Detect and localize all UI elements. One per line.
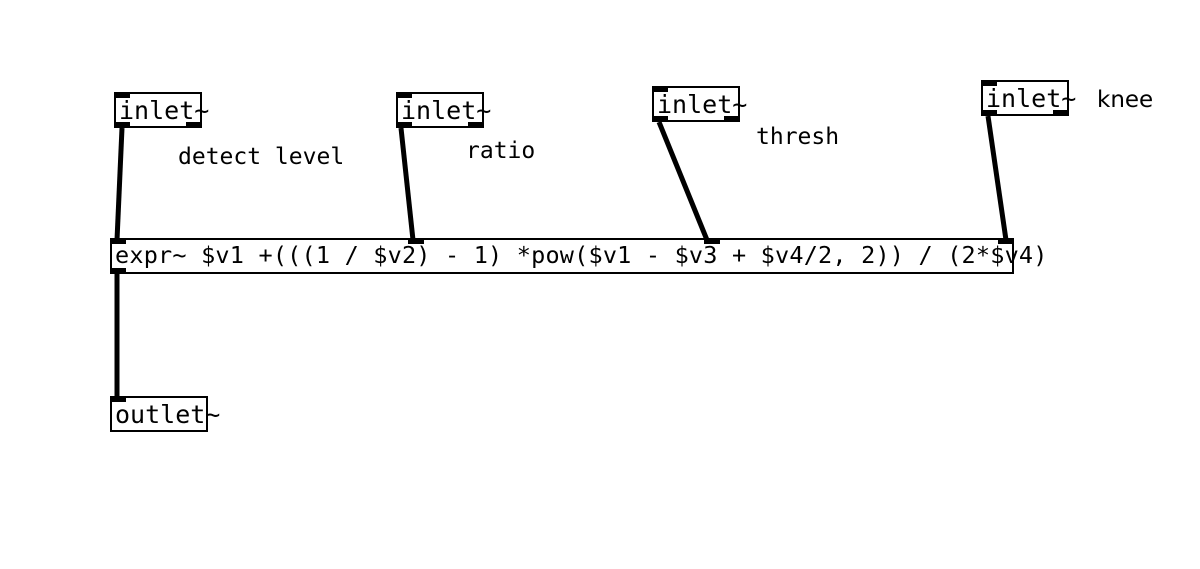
outlet-nub-right[interactable] [724,116,740,122]
object-inlet-4[interactable]: inlet~ [981,80,1076,116]
object-outlet[interactable]: outlet~ [110,396,220,432]
comment-ratio[interactable]: ratio [466,138,536,164]
object-inlet-2[interactable]: inlet~ [396,92,491,128]
expr-outlet-nub[interactable] [110,268,126,274]
outlet-nub[interactable] [652,116,668,122]
inlet-nub[interactable] [981,80,997,86]
comment-thresh[interactable]: thresh [756,124,840,150]
comment-knee[interactable]: knee [1097,87,1154,113]
object-label: inlet~ [657,89,748,119]
inlet-nub[interactable] [652,86,668,92]
outlet-nub[interactable] [981,110,997,116]
cord-inlet1-to-expr[interactable] [114,127,125,241]
object-label: expr~ $v1 +(((1 / $v2) - 1) *pow($v1 - $… [115,241,1048,270]
comment-detect-level[interactable]: detect level [178,144,345,170]
outlet-nub-right[interactable] [468,122,484,128]
cord-inlet2-to-expr[interactable] [398,127,416,241]
outlet-nub-right[interactable] [1053,110,1069,116]
object-inlet-3[interactable]: inlet~ [652,86,747,122]
object-label: outlet~ [115,399,221,429]
cord-inlet4-to-expr[interactable] [985,115,1009,241]
object-label: inlet~ [119,95,210,125]
expr-inlet-nub-2[interactable] [408,238,424,244]
expr-inlet-nub-1[interactable] [110,238,126,244]
expr-inlet-nub-4[interactable] [998,238,1014,244]
inlet-nub[interactable] [114,92,130,98]
object-label: inlet~ [401,95,492,125]
object-inlet-1[interactable]: inlet~ [114,92,209,128]
expr-inlet-nub-3[interactable] [704,238,720,244]
outlet-nub-right[interactable] [186,122,202,128]
outlet-nub[interactable] [396,122,412,128]
inlet-nub[interactable] [110,396,126,402]
inlet-nub[interactable] [396,92,412,98]
outlet-nub[interactable] [114,122,130,128]
object-expr[interactable]: expr~ $v1 +(((1 / $v2) - 1) *pow($v1 - $… [110,238,1047,274]
object-label: inlet~ [986,83,1077,113]
cord-inlet3-to-expr[interactable] [656,121,710,241]
